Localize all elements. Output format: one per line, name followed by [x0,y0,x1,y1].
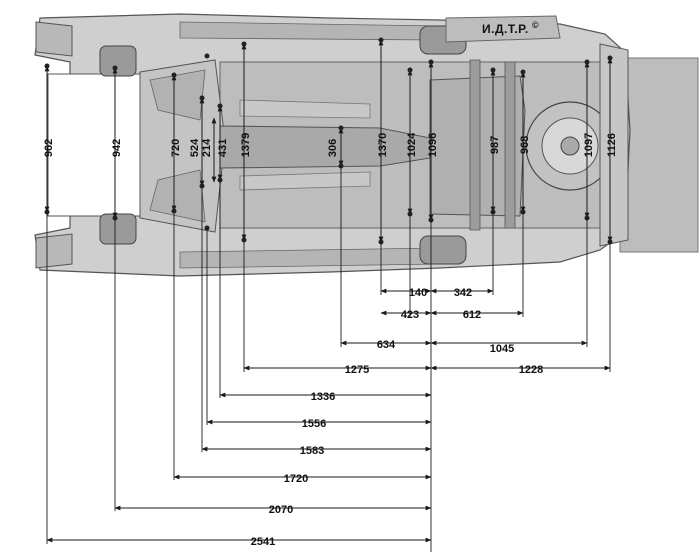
copyright-mark: © [532,20,539,30]
horizontal-dimension-lines [46,288,611,543]
extension-lines [46,166,611,552]
hlabel-612: 612 [463,309,481,321]
hlabel-634: 634 [377,339,396,351]
hlabel-342: 342 [454,287,472,299]
hlabel-1583: 1583 [300,445,324,457]
hlabel-1275: 1275 [345,364,369,376]
point [199,95,205,101]
measurement-points [44,37,613,245]
floor-ribs [239,99,371,191]
vlabel-306: 306 [327,139,339,157]
vlabel-942: 942 [111,139,123,157]
point [204,53,210,59]
horizontal-dimension-labels: 140 342 423 612 634 1045 1275 1228 1336 … [251,287,543,548]
brand-label: И.Д.Т.Р. [482,22,529,36]
vlabel-1370: 1370 [377,133,389,157]
point [112,65,118,71]
vlabel-214: 214 [201,138,213,157]
point [378,37,384,43]
vlabel-1379: 1379 [240,133,252,157]
vlabel-987: 987 [489,136,501,154]
hlabel-140: 140 [409,287,427,299]
vlabel-431: 431 [217,139,229,157]
spare-wheel-hub [560,136,580,156]
rear-panel [619,57,699,253]
point [241,41,247,47]
vlabel-1126: 1126 [606,133,618,157]
front-bumper-right [35,233,73,269]
vlabel-962: 962 [43,139,55,157]
vlabel-1024: 1024 [406,132,418,157]
vertical-dimension-labels: 962 942 720 524 214 431 1379 306 1370 10… [43,132,618,157]
right-sill [179,247,441,269]
point [490,67,496,73]
front-bumper-left [35,21,73,57]
brand-plate [445,15,561,43]
point [520,69,526,75]
front-right-wheel [99,213,137,245]
front-left-wheel [99,45,137,77]
rear-axle-beams [469,59,516,231]
vlabel-968: 968 [519,136,531,154]
hlabel-1720: 1720 [284,473,308,485]
vlabel-524: 524 [189,138,201,157]
vlabel-720: 720 [170,139,182,157]
hlabel-2070: 2070 [269,504,293,516]
hlabel-1556: 1556 [302,418,326,430]
front-cutout [47,73,141,217]
hlabel-423: 423 [401,309,419,321]
point [428,59,434,65]
vertical-dimension-lines [44,39,613,243]
point [607,55,613,61]
point [217,103,223,109]
vlabel-1096: 1096 [427,133,439,157]
hlabel-1228: 1228 [519,364,543,376]
point [338,125,344,131]
rear-right-wheel [419,235,467,265]
point [407,67,413,73]
rear-crossmember [599,43,629,247]
point [44,63,50,69]
hlabel-1045: 1045 [490,343,514,355]
point [171,72,177,78]
hlabel-2541: 2541 [251,536,275,548]
point [584,59,590,65]
hlabel-1336: 1336 [311,391,335,403]
car-underbody: И.Д.Т.Р. © [34,13,699,277]
vlabel-1097: 1097 [583,133,595,157]
